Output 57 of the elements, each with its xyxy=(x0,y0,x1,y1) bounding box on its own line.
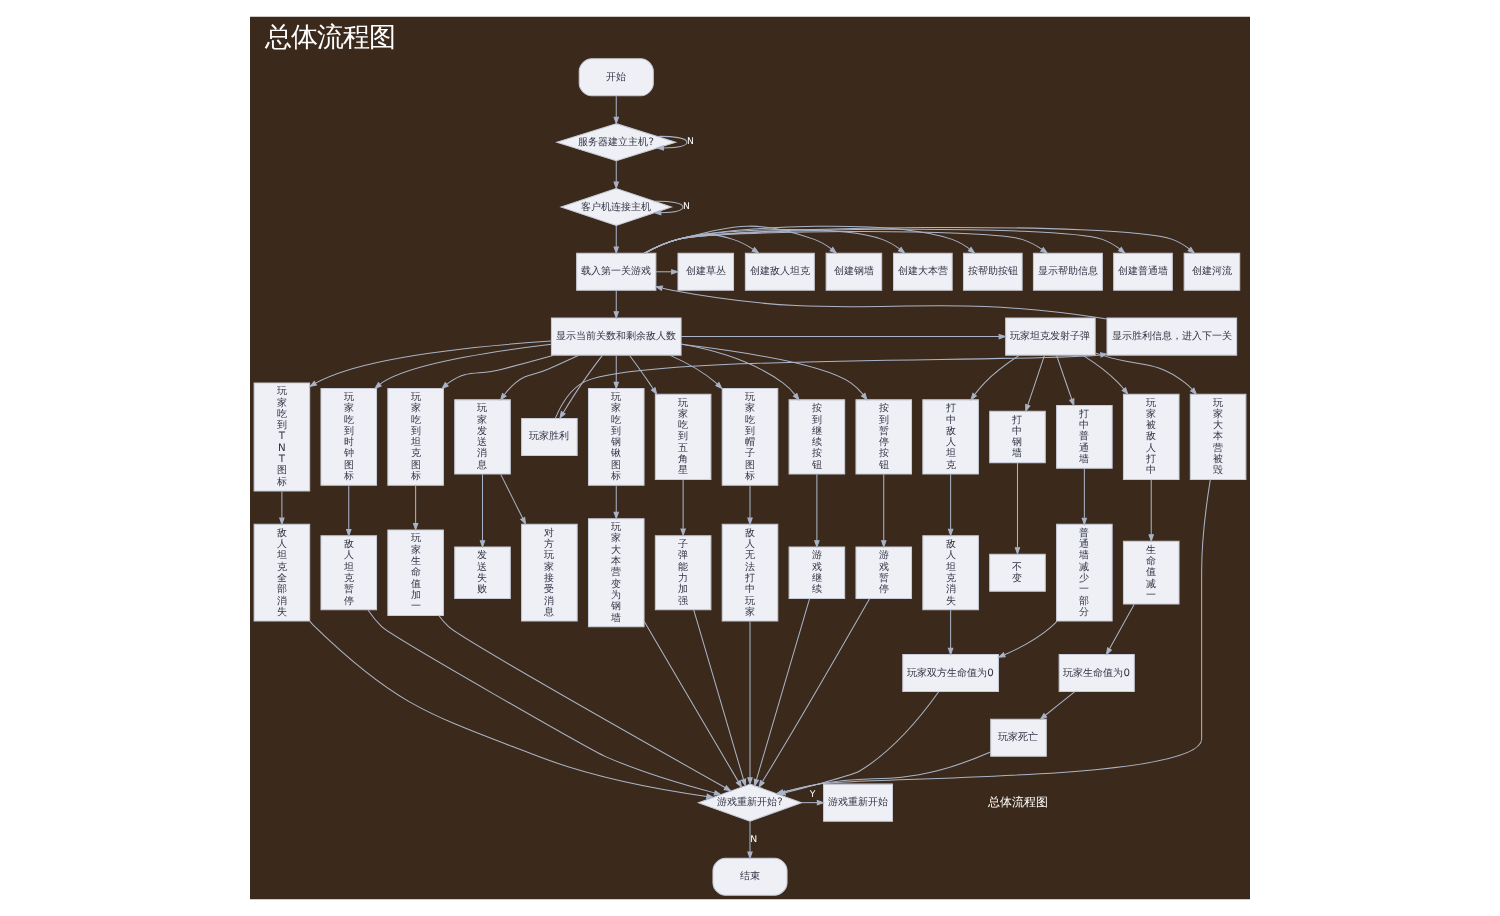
arrow xyxy=(801,799,826,806)
arrow xyxy=(680,343,868,401)
arrow xyxy=(880,473,887,549)
arrow xyxy=(438,614,732,792)
arrow xyxy=(680,333,1007,340)
arrow xyxy=(669,354,723,390)
arrow xyxy=(1105,603,1135,656)
arrow xyxy=(1081,468,1088,526)
arrow xyxy=(758,598,871,789)
arrow xyxy=(613,225,620,255)
arrow xyxy=(680,479,686,537)
arrow xyxy=(643,225,838,254)
arrow xyxy=(412,484,419,532)
arrow xyxy=(970,354,1021,401)
arrow xyxy=(747,484,753,526)
arrow xyxy=(653,200,684,216)
arrow xyxy=(654,285,1108,320)
arrow xyxy=(643,620,743,789)
arrow xyxy=(680,343,800,402)
arrow xyxy=(554,352,1109,419)
arrow xyxy=(747,820,753,860)
arrow xyxy=(947,473,954,537)
arrow xyxy=(500,473,527,526)
arrow xyxy=(309,620,715,800)
diagram-title: 总体流程图 xyxy=(265,24,396,55)
arrow xyxy=(1055,354,1075,407)
arrow xyxy=(1094,352,1198,396)
arrow xyxy=(308,340,552,388)
arrow xyxy=(655,135,688,151)
arrow xyxy=(629,355,658,396)
arrow xyxy=(345,484,352,538)
arrow xyxy=(559,354,603,420)
arrow xyxy=(440,354,555,390)
arrow xyxy=(947,609,954,656)
arrow xyxy=(747,620,753,786)
arrow xyxy=(1039,691,1076,721)
arrow xyxy=(367,609,723,796)
arrow xyxy=(613,95,620,126)
arrow xyxy=(479,473,486,549)
arrow xyxy=(655,268,680,275)
arrow xyxy=(1025,354,1046,413)
arrow xyxy=(997,620,1058,658)
arrow xyxy=(613,160,620,190)
arrow xyxy=(373,343,552,390)
arrow xyxy=(643,225,976,254)
arrow xyxy=(279,490,285,526)
arrow xyxy=(753,598,811,788)
arrow xyxy=(814,473,820,549)
arrow xyxy=(693,609,747,788)
arrow xyxy=(1082,354,1129,396)
arrow xyxy=(499,354,580,402)
arrow xyxy=(1148,479,1155,543)
arrow xyxy=(643,226,1196,254)
arrow xyxy=(613,354,620,391)
arrow xyxy=(613,484,620,520)
arrow xyxy=(613,290,620,320)
arrow xyxy=(1014,462,1021,556)
